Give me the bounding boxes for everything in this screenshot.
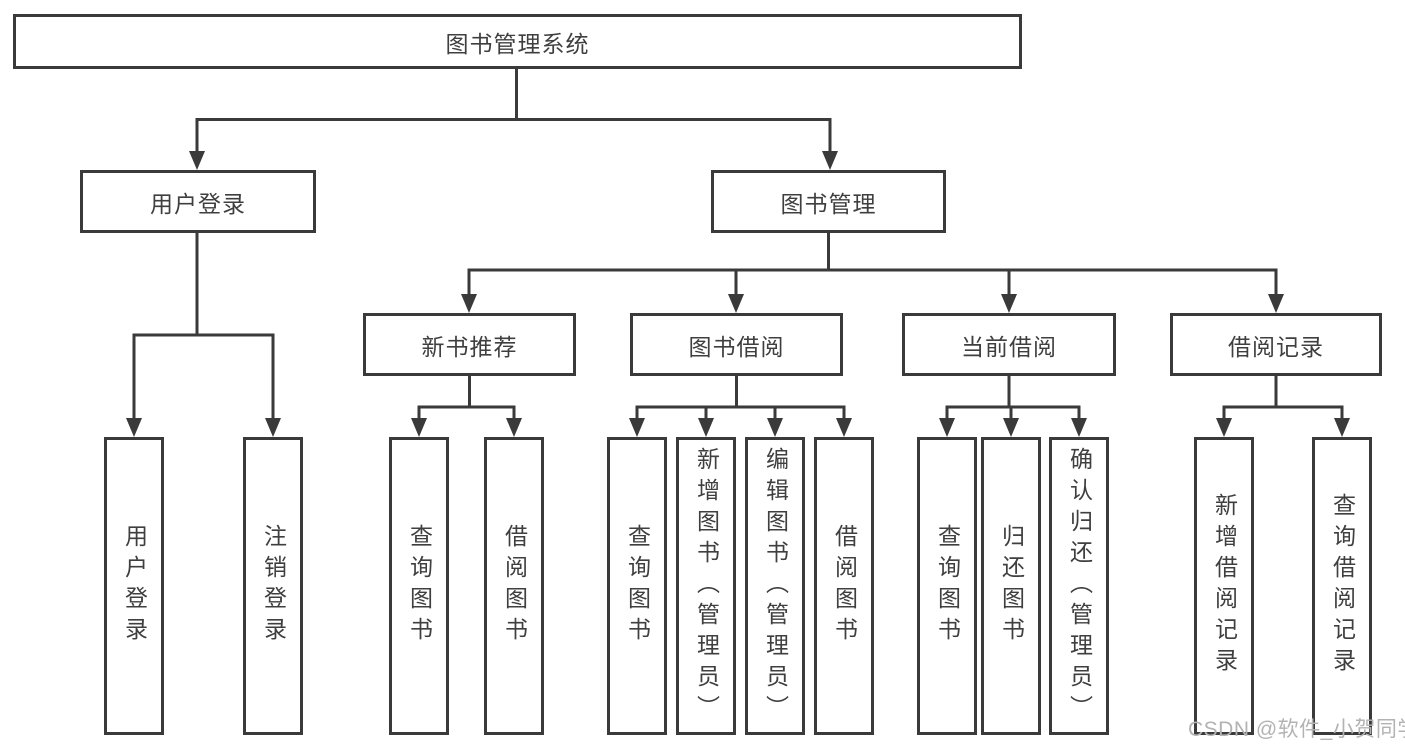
leaf-label: 归还图书: [998, 524, 1025, 648]
node-label: 图书管理系统: [445, 30, 590, 57]
connector-root-to-level2: [189, 68, 838, 170]
leaf-label: 查询图书: [624, 524, 651, 648]
node-label: 当前借阅: [961, 333, 1057, 360]
leaf-newbook-query-books: 查询图书: [389, 437, 449, 735]
node-book-management: 图书管理: [711, 170, 946, 233]
leaf-label: 借阅图书: [501, 524, 528, 648]
leaf-label: 新增图书（管理员）: [693, 446, 720, 726]
node-book-borrowing: 图书借阅: [630, 313, 843, 376]
leaf-label: 查询图书: [934, 524, 961, 648]
node-label: 用户登录: [150, 190, 246, 217]
node-label: 借阅记录: [1228, 333, 1324, 360]
leaf-logout: 注销登录: [243, 437, 303, 735]
connector-newbook-to-leaves: [411, 376, 522, 437]
leaf-label: 新增借阅记录: [1211, 493, 1238, 679]
leaf-borrowing-query-books: 查询图书: [607, 437, 667, 735]
connector-mgmt-to-level3: [461, 233, 1284, 313]
node-user-login: 用户登录: [80, 170, 316, 233]
node-new-book-recommend: 新书推荐: [363, 313, 576, 376]
leaf-records-query-record: 查询借阅记录: [1312, 437, 1372, 735]
leaf-label: 查询借阅记录: [1329, 493, 1356, 679]
leaf-label: 借阅图书: [831, 524, 858, 648]
leaf-borrowing-add-books-admin: 新增图书（管理员）: [676, 437, 736, 735]
leaf-current-return-books: 归还图书: [981, 437, 1041, 735]
leaf-user-login: 用户登录: [104, 437, 164, 735]
leaf-label: 确认归还（管理员）: [1066, 446, 1093, 726]
leaf-label: 编辑图书（管理员）: [762, 446, 789, 726]
connector-borrowing-to-leaves: [629, 376, 852, 437]
node-library-system: 图书管理系统: [13, 14, 1022, 69]
node-label: 图书借阅: [688, 333, 785, 360]
leaf-label: 用户登录: [121, 524, 148, 648]
leaf-current-query-books: 查询图书: [917, 437, 977, 735]
node-borrow-records: 借阅记录: [1170, 313, 1382, 376]
leaf-current-confirm-return-admin: 确认归还（管理员）: [1049, 437, 1109, 735]
leaf-newbook-borrow-books: 借阅图书: [484, 437, 544, 735]
connector-records-to-leaves: [1216, 376, 1350, 437]
leaf-borrowing-edit-books-admin: 编辑图书（管理员）: [745, 437, 805, 735]
node-label: 新书推荐: [421, 333, 518, 360]
leaf-label: 注销登录: [260, 524, 287, 648]
connector-login-to-leaves: [126, 233, 281, 437]
connector-current-to-leaves: [939, 376, 1087, 437]
leaf-records-add-record: 新增借阅记录: [1194, 437, 1254, 735]
node-current-borrowing: 当前借阅: [902, 313, 1116, 376]
node-label: 图书管理: [780, 190, 877, 217]
leaf-label: 查询图书: [406, 524, 433, 648]
watermark: CSDN @软件_小贺同学: [1188, 718, 1405, 741]
leaf-borrowing-borrow-books: 借阅图书: [814, 437, 874, 735]
